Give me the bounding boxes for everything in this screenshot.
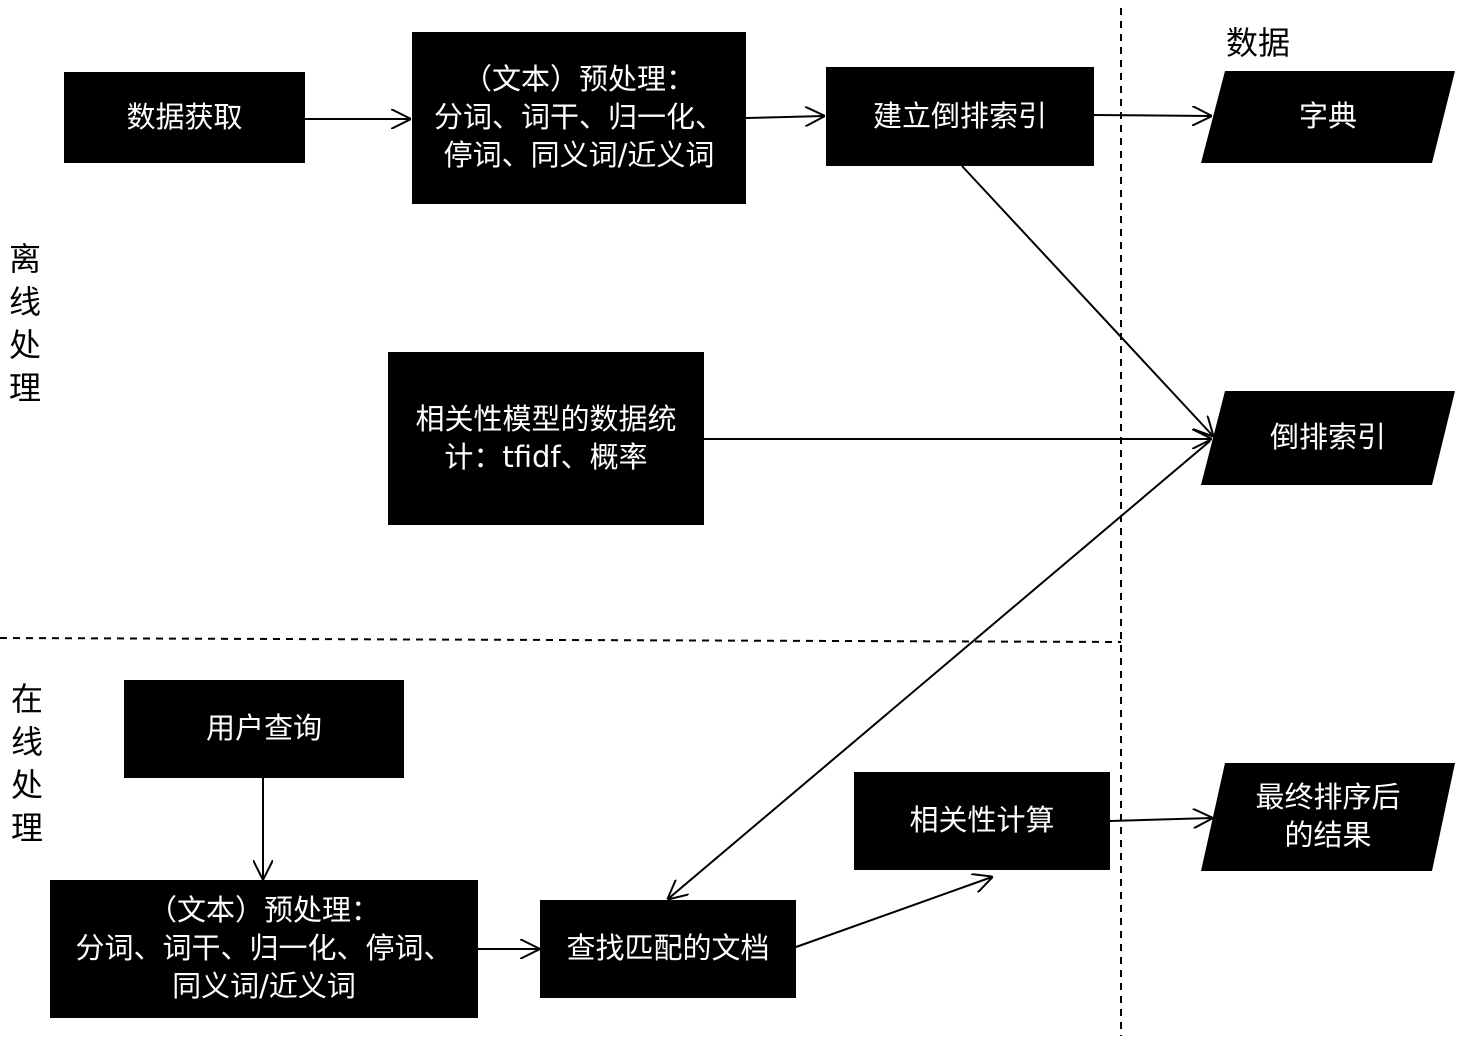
arrow-find-docs-to-relevance xyxy=(795,877,992,948)
online-preprocess-box: （文本）预处理： 分词、词干、归一化、停词、 同义词/近义词 xyxy=(50,880,478,1018)
user-query-box: 用户查询 xyxy=(124,680,404,778)
find-matching-docs-box: 查找匹配的文档 xyxy=(540,900,796,998)
arrow-relevance-to-final-result xyxy=(1109,818,1212,821)
dictionary-label: 字典 xyxy=(1298,99,1357,134)
final-result-label: 最终排序后 的结果 xyxy=(1255,780,1401,852)
data-section-label: 数据 xyxy=(1226,24,1291,62)
arrow-build-index-to-inverted-index xyxy=(961,165,1213,436)
relevance-stats-box: 相关性模型的数据统 计：tfidf、概率 xyxy=(388,352,704,525)
data-acquisition-box: 数据获取 xyxy=(64,72,305,163)
final-result-shape xyxy=(1201,763,1455,871)
dictionary-shape xyxy=(1201,71,1455,163)
relevance-calculation-box: 相关性计算 xyxy=(854,772,1110,870)
inverted-index-label: 倒排索引 xyxy=(1269,420,1386,455)
online-section-label: 在线处理 xyxy=(10,680,43,847)
offline-section-label: 离线处理 xyxy=(8,240,41,407)
arrow-preprocess-to-build-index xyxy=(745,116,824,118)
inverted-index-shape xyxy=(1201,391,1455,485)
divider-horizontal xyxy=(0,637,1122,643)
offline-preprocess-box: （文本）预处理： 分词、词干、归一化、 停词、同义词/近义词 xyxy=(412,32,746,204)
build-inverted-index-box: 建立倒排索引 xyxy=(826,67,1094,166)
arrow-inverted-index-to-find-docs xyxy=(668,440,1211,899)
arrow-build-index-to-dictionary xyxy=(1093,115,1211,116)
